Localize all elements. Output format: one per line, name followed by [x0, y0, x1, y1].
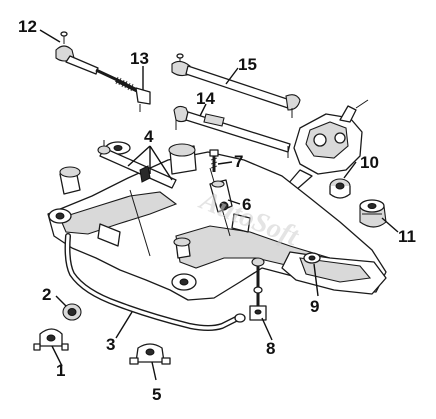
part-4-steering-link — [97, 140, 177, 189]
callout-9: 9 — [310, 297, 319, 316]
part-6-idler-arm — [209, 179, 233, 213]
part-12-tie-rod-end — [55, 31, 127, 86]
callout-6: 6 — [242, 195, 251, 214]
callout-3: 3 — [106, 335, 115, 354]
part-13-tie-rod-sleeve — [115, 76, 151, 112]
callout-2: 2 — [42, 285, 51, 304]
part-15-tie-rod-assembly — [171, 53, 301, 118]
steering-gear-box — [287, 99, 369, 191]
callout-5: 5 — [152, 385, 161, 404]
callout-4: 4 — [144, 127, 154, 146]
part-10-bushing — [329, 178, 351, 199]
part-2-bar-bushing — [62, 303, 82, 321]
callout-15: 15 — [238, 55, 257, 74]
callout-1: 1 — [56, 361, 65, 380]
part-14-center-link — [173, 105, 291, 158]
callout-10: 10 — [360, 153, 379, 172]
part-5-link-bracket — [129, 343, 171, 365]
callout-11: 11 — [398, 227, 416, 246]
callout-13: 13 — [130, 49, 149, 68]
part-8-stabilizer-link — [249, 257, 267, 321]
callout-12: 12 — [18, 17, 37, 36]
callout-7: 7 — [234, 152, 243, 171]
callout-14: 14 — [196, 89, 215, 108]
part-11-mount-bushing — [359, 199, 387, 228]
part-1-bushing-bracket — [33, 328, 69, 351]
part-3-stabilizer-bar — [64, 233, 246, 331]
leader-lines — [39, 29, 399, 381]
part-9-control-arm — [281, 251, 387, 295]
callout-8: 8 — [266, 339, 275, 358]
part-7-bolt — [209, 149, 219, 172]
